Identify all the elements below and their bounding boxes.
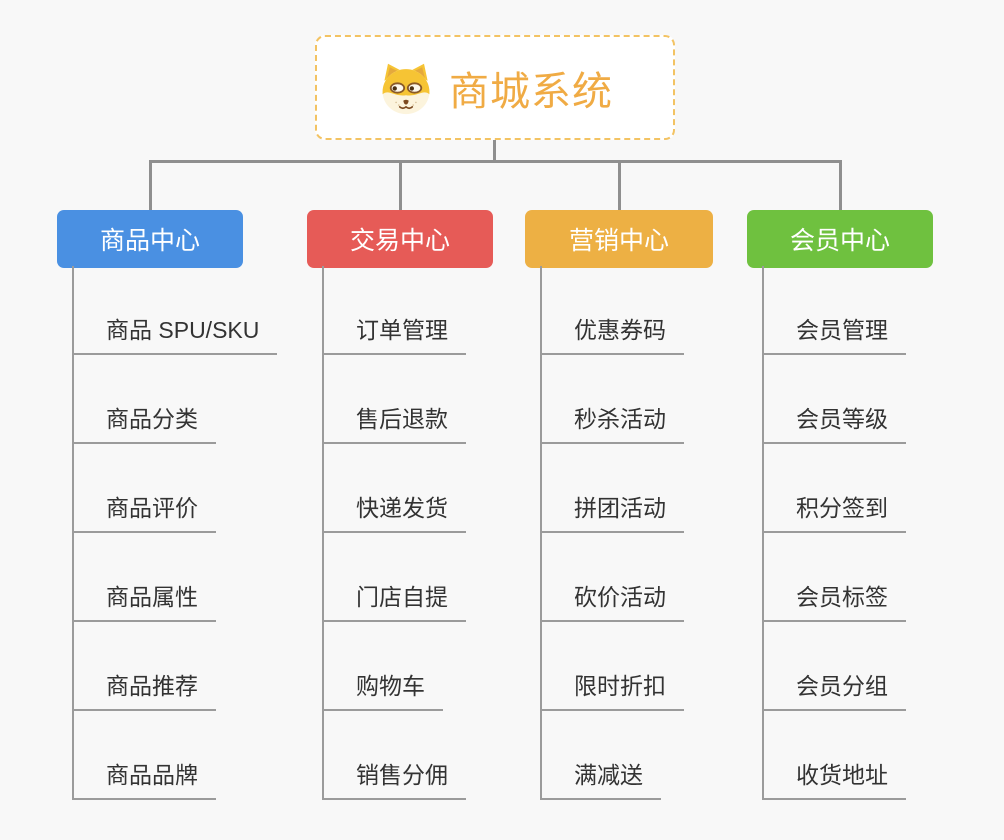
root-title: 商城系统 bbox=[449, 69, 613, 114]
branch-children-marketing-center: 优惠券码秒杀活动拼团活动砍价活动限时折扣满减送 bbox=[540, 266, 684, 800]
branch-node-marketing-center[interactable]: 营销中心 bbox=[525, 210, 713, 268]
sub-topic[interactable]: 积分签到 bbox=[764, 444, 906, 533]
sub-topic[interactable]: 商品评价 bbox=[74, 444, 216, 533]
sub-topic[interactable]: 会员标签 bbox=[764, 533, 906, 622]
sub-topic[interactable]: 会员分组 bbox=[764, 622, 906, 711]
sub-topic[interactable]: 优惠券码 bbox=[542, 266, 684, 355]
sub-topic[interactable]: 售后退款 bbox=[324, 355, 466, 444]
sub-topic[interactable]: 秒杀活动 bbox=[542, 355, 684, 444]
connector-drop-trade-center bbox=[398, 160, 402, 212]
sub-topic[interactable]: 订单管理 bbox=[324, 266, 466, 355]
sub-topic[interactable]: 收货地址 bbox=[764, 711, 906, 800]
sub-topic[interactable]: 砍价活动 bbox=[542, 533, 684, 622]
branch-children-trade-center: 订单管理售后退款快递发货门店自提购物车销售分佣 bbox=[322, 266, 466, 800]
sub-topic[interactable]: 会员管理 bbox=[764, 266, 906, 355]
connector-drop-marketing-center bbox=[617, 160, 621, 212]
shiba-dog-icon bbox=[377, 61, 435, 115]
connector-drop-product-center bbox=[148, 160, 152, 212]
sub-topic[interactable]: 商品属性 bbox=[74, 533, 216, 622]
connector-horizontal-line bbox=[148, 160, 842, 163]
sub-topic[interactable]: 拼团活动 bbox=[542, 444, 684, 533]
sub-topic[interactable]: 门店自提 bbox=[324, 533, 466, 622]
branch-node-trade-center[interactable]: 交易中心 bbox=[307, 210, 493, 268]
branch-children-member-center: 会员管理会员等级积分签到会员标签会员分组收货地址 bbox=[762, 266, 906, 800]
sub-topic[interactable]: 满减送 bbox=[542, 711, 661, 800]
connector-root-drop bbox=[493, 139, 496, 163]
sub-topic[interactable]: 商品 SPU/SKU bbox=[74, 266, 278, 355]
sub-topic[interactable]: 限时折扣 bbox=[542, 622, 684, 711]
sub-topic[interactable]: 会员等级 bbox=[764, 355, 906, 444]
branch-node-member-center[interactable]: 会员中心 bbox=[747, 210, 933, 268]
root-node[interactable]: 商城系统 bbox=[315, 35, 675, 140]
sub-topic[interactable]: 销售分佣 bbox=[324, 711, 466, 800]
sub-topic[interactable]: 商品推荐 bbox=[74, 622, 216, 711]
sub-topic[interactable]: 快递发货 bbox=[324, 444, 466, 533]
sub-topic[interactable]: 商品分类 bbox=[74, 355, 216, 444]
sub-topic[interactable]: 商品品牌 bbox=[74, 711, 216, 800]
sub-topic[interactable]: 购物车 bbox=[324, 622, 443, 711]
connector-drop-member-center bbox=[838, 160, 842, 212]
branch-node-product-center[interactable]: 商品中心 bbox=[57, 210, 243, 268]
